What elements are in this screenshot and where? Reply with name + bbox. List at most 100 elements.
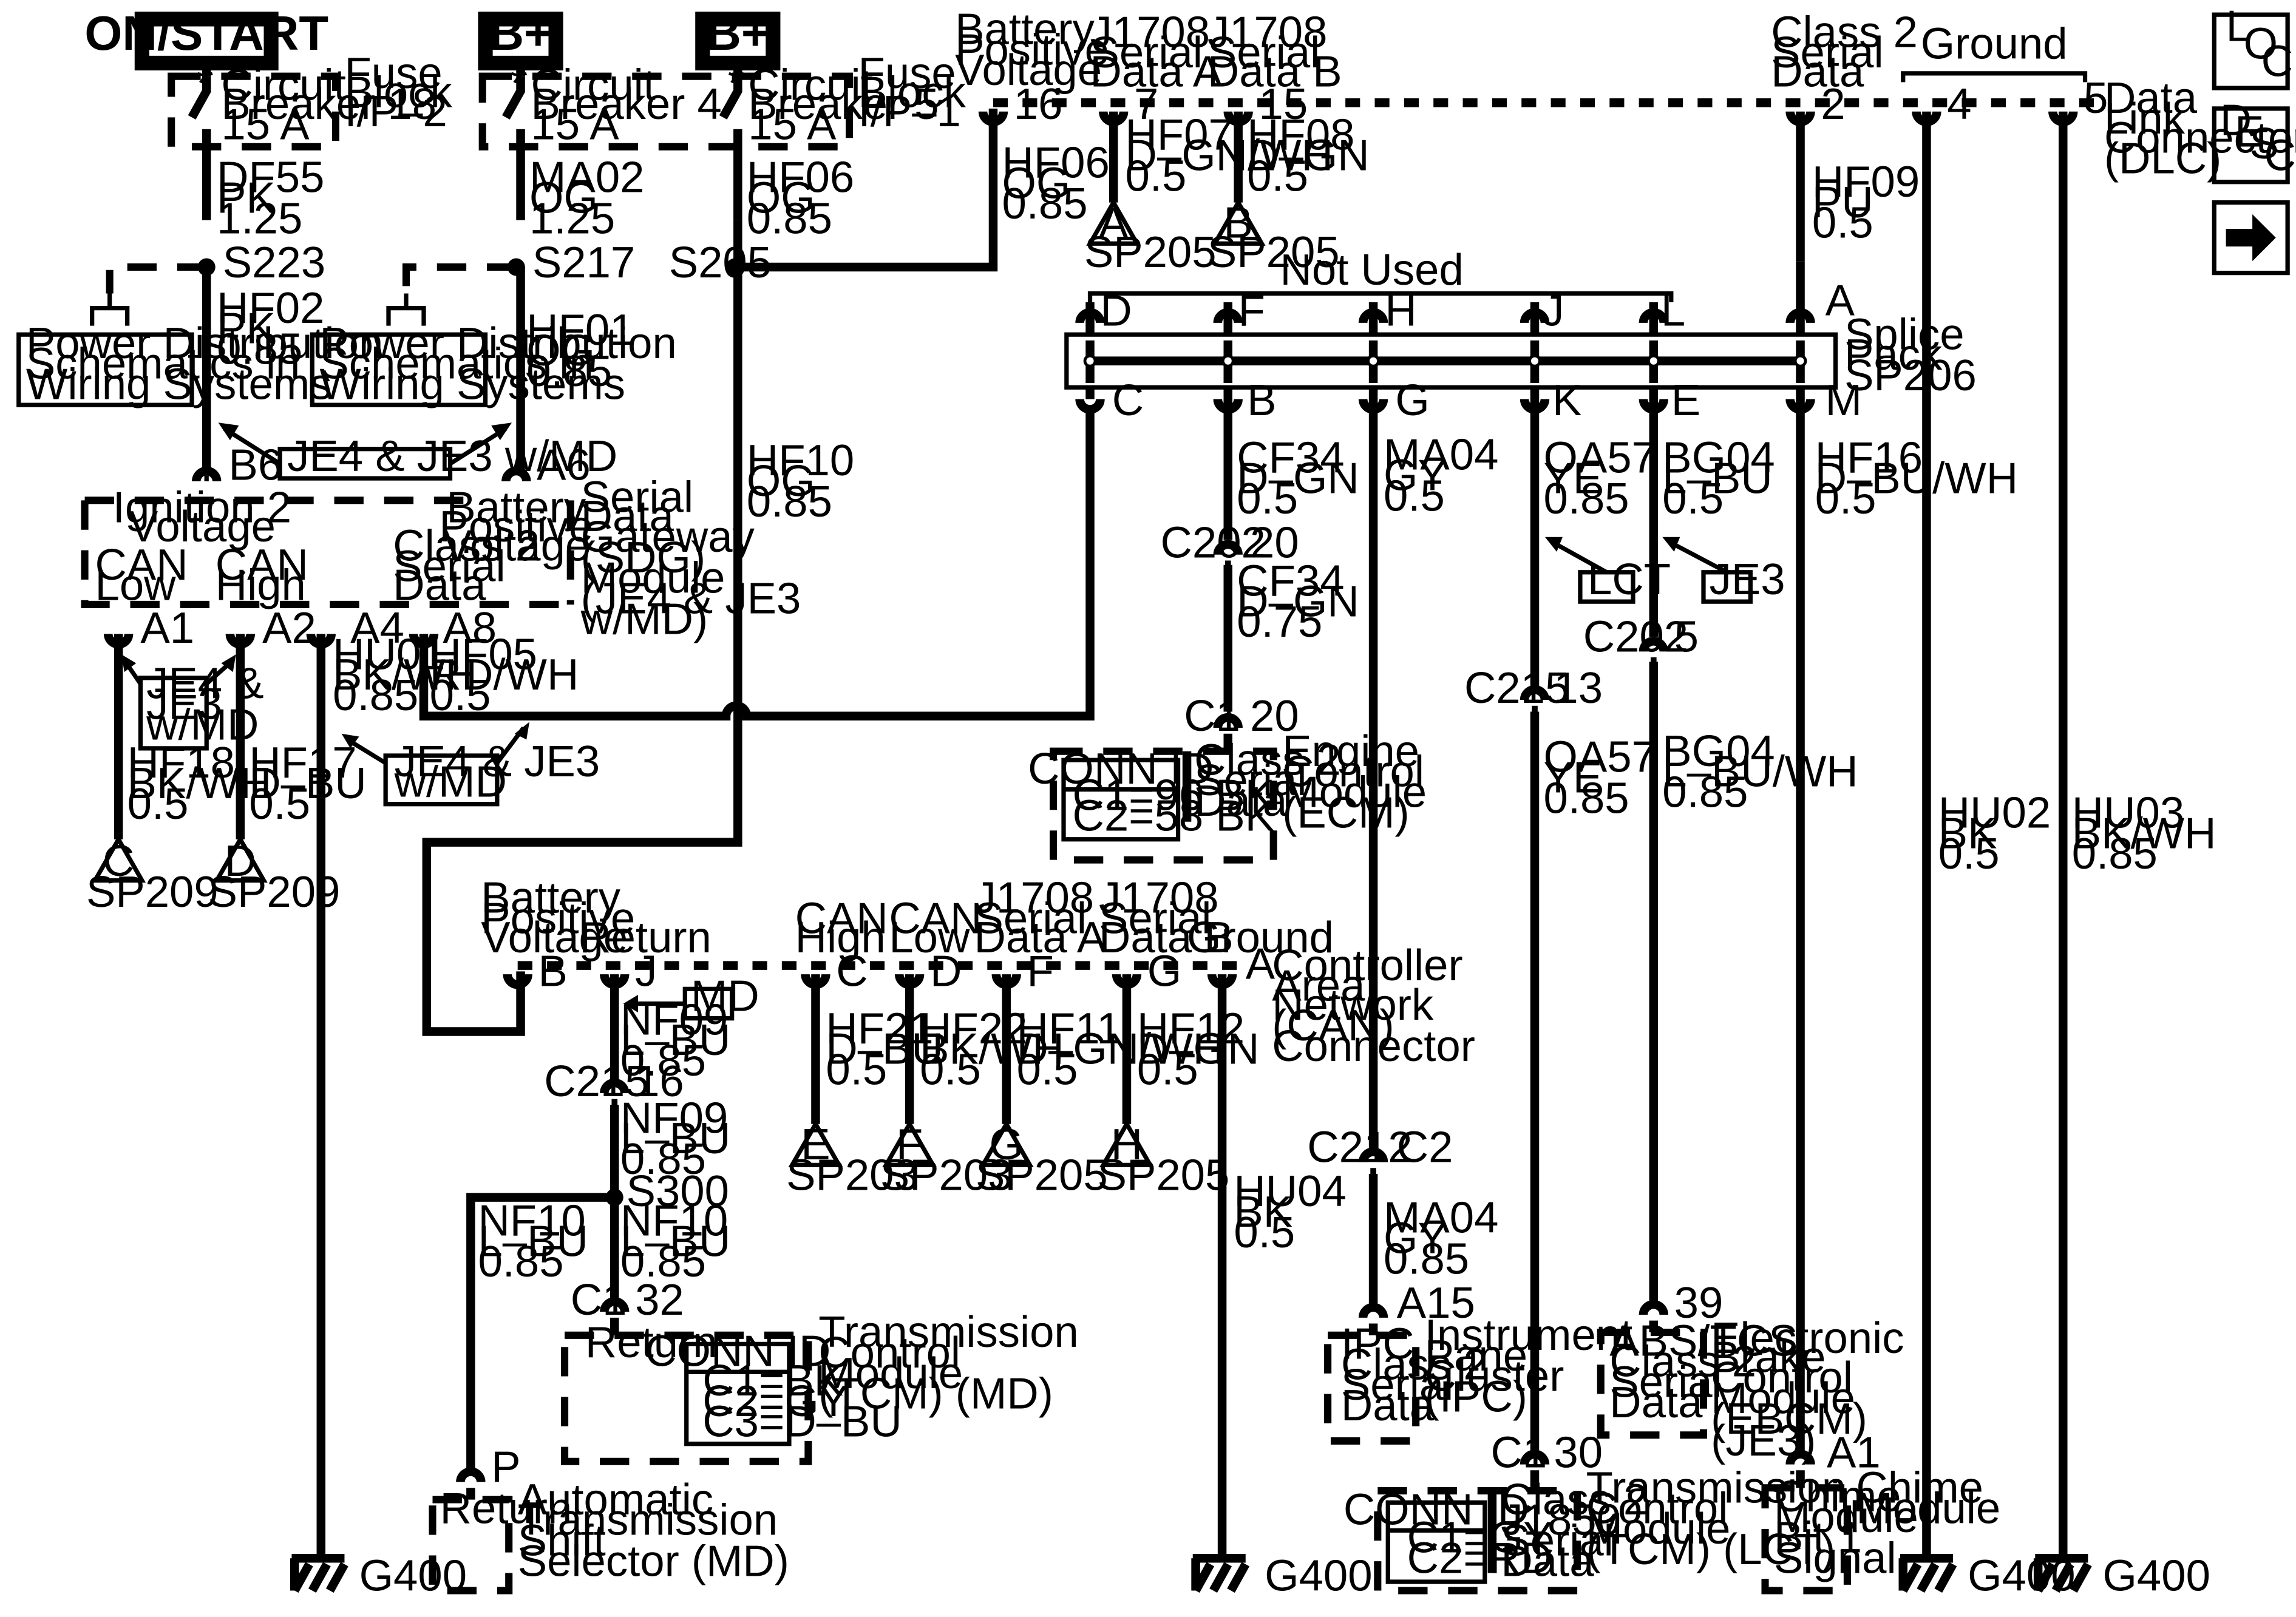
wire-hf22: HF22BK/WH0.5 (920, 1004, 1064, 1094)
shift-return-label: Return (440, 1483, 572, 1533)
wire-ma02: MA02OG1.25 (529, 153, 644, 243)
svg-text:30: 30 (1554, 1428, 1603, 1477)
right-arrow-icon (2226, 214, 2276, 262)
ipc-inner-label: IPCClass 2SerialData (1341, 1320, 1488, 1431)
svg-text:*: * (728, 59, 745, 108)
on-start-label: ON/START (84, 6, 328, 60)
ground-g400-2: G400 (1191, 1551, 1373, 1600)
chime-outline (1761, 1484, 1851, 1595)
wire-hf12: HF12D–GN0.5 (1137, 1004, 1259, 1094)
power-distribution-ref-2: Power DistributionSchematics inWiring Sy… (310, 319, 677, 409)
can-batt-label: BatteryPositiveVoltage (481, 873, 635, 962)
svg-text:C1: C1 (1490, 1428, 1547, 1477)
option-tag-je4-je3-md: JE4 & JE3 w/MD (218, 422, 617, 481)
option-tag-je3: JE3 (1662, 537, 1785, 604)
svg-text:C202: C202 (1583, 612, 1688, 661)
sp203-ref-f: F SP203 (880, 1119, 1013, 1200)
can-j1708a-label: J1708SerialData A (974, 873, 1107, 962)
sp205-ref-a: A SP205 (1084, 198, 1217, 277)
sp209-ref-d: D SP209 (208, 835, 340, 917)
ecm-class2-label: Class 2SerialData (1194, 735, 1341, 825)
wire-ma04-b: MA04GY0.85 (1384, 1193, 1498, 1284)
option-tag-lct: LCT (1544, 537, 1671, 604)
sdg-pin-a1: A1 (140, 603, 194, 653)
can-low-label: CANLow (889, 893, 982, 961)
chime-pin-a1: A1 (1785, 1428, 1881, 1488)
svg-text:SP205: SP205 (1084, 228, 1217, 277)
svg-text:C215: C215 (544, 1057, 649, 1106)
power-distribution-ref-1: Power DistributionSchematics inWiring Sy… (16, 319, 383, 409)
sdg-pin-a2: A2 (262, 603, 316, 653)
cb4-label: CircuitBreaker 415 A (531, 60, 721, 149)
can-pin-f: F (1027, 947, 1054, 996)
dlc-pin-16: 16 (1014, 80, 1063, 129)
svg-text:C: C (2264, 131, 2295, 180)
wire-hf18: HF18BK/WH0.5 (127, 738, 272, 829)
inline-connector-c202-20: C202 20 (1161, 518, 1299, 575)
shift-selector-pin-p: P (456, 1443, 521, 1500)
sp209-ref-c: C SP209 (86, 835, 219, 917)
svg-text:Power DistributionSchematics i: Power DistributionSchematics inWiring Sy… (26, 319, 383, 409)
svg-text:SP205: SP205 (1207, 228, 1340, 277)
circuit-breaker-symbols: * * * (188, 59, 745, 220)
tcm-md-outline (561, 1331, 812, 1465)
splice-s205: S205 (669, 238, 772, 287)
dlc-pin-2: 2 (1821, 80, 1845, 129)
svg-text:F: F (896, 1120, 923, 1169)
next-arrow-button[interactable] (2212, 200, 2290, 276)
wire-hf07: HF07D–GN/WH0.5 (1126, 110, 1333, 201)
ecm-module-outline (1050, 747, 1277, 864)
svg-text:A1: A1 (1827, 1428, 1881, 1477)
wire-hf10: HF10OG0.85 (747, 436, 854, 526)
can-pin-j: J (635, 947, 657, 996)
svg-text:O: O (2244, 19, 2278, 69)
sdg-module-name: SerialDataGateway(SDG)Module(JE4 & JE3w/… (580, 473, 801, 644)
wire-hf06-a: HF06OG0.85 (747, 153, 854, 243)
loc-button[interactable]: L O C (2212, 2, 2293, 90)
dlc-ground-bracket (1901, 71, 2088, 83)
svg-text:20: 20 (1250, 691, 1299, 741)
svg-text:JE4 & JE3 w/MD: JE4 & JE3 w/MD (287, 432, 617, 481)
dlc-j1708a-label: J1708SerialData A (1090, 7, 1223, 96)
wire-hf21: HF21D–BU0.5 (826, 1004, 943, 1094)
svg-text:C1=GY: C1=GY (1407, 1513, 1553, 1562)
wire-hf11: HF11D–GN/WH0.5 (1017, 1004, 1224, 1094)
desc-button[interactable]: D E S C (2212, 95, 2296, 185)
fuse-block-ip2 (168, 72, 339, 151)
svg-text:C: C (103, 836, 134, 886)
fuse-block-ip1-label: FuseBlockI/P–1 (858, 49, 966, 136)
svg-text:SP205: SP205 (976, 1151, 1108, 1200)
shift-selector-name: AutomaticTransmissionShiftSelector (MD) (518, 1475, 789, 1586)
can-high-label: CANHigh (795, 893, 888, 961)
svg-text:*: * (197, 59, 214, 108)
can-pin-d: D (930, 947, 962, 996)
wire-bg04-b: BG04L–BU/WH0.85 (1662, 727, 1858, 817)
svg-text:P: P (491, 1443, 520, 1492)
ground-g400-4: G400 (2033, 1551, 2210, 1600)
splice-s205-dot (725, 258, 744, 276)
tcm-md-name: TransmissionControlModule(TCM) (MD) (818, 1307, 1078, 1419)
wire-nf09-a: NF09L–BU0.85 (620, 995, 730, 1085)
option-tag-je4-je3-stack: JE4 &JE3w/MD (121, 654, 264, 751)
wire-hu03: HU03BK/WH0.85 (2072, 788, 2216, 878)
svg-text:C1: C1 (1184, 691, 1240, 741)
svg-text:MD: MD (691, 972, 759, 1021)
svg-text:B: B (1223, 198, 1252, 248)
shift-selector-outline (429, 1496, 513, 1595)
sp205-ref-g: G SP205 (976, 1119, 1108, 1200)
sdg-can-high-label: CANHigh (216, 540, 308, 610)
tcm-lct-outline (1374, 1487, 1581, 1595)
wire-nf10-a: NF10L–BU0.85 (478, 1196, 588, 1286)
svg-text:C215: C215 (1464, 663, 1569, 713)
tcm-lct-conn-id-box: CONN ID C1=GY C2=RD (1343, 1485, 1553, 1584)
can-ground-label: Ground (1187, 913, 1334, 962)
svg-text:5: 5 (1674, 612, 1699, 661)
wire-hu01: HU01BK/WH0.85 (333, 629, 477, 720)
cb5-label: CircuitBreaker 515 A (748, 60, 939, 149)
svg-text:E: E (801, 1120, 830, 1169)
wire-cf34-b: CF34D–GN0.75 (1237, 556, 1359, 646)
wire-ma04-a: MA04GY0.5 (1384, 430, 1498, 521)
chime-name: ChimeModule (1856, 1463, 2000, 1533)
